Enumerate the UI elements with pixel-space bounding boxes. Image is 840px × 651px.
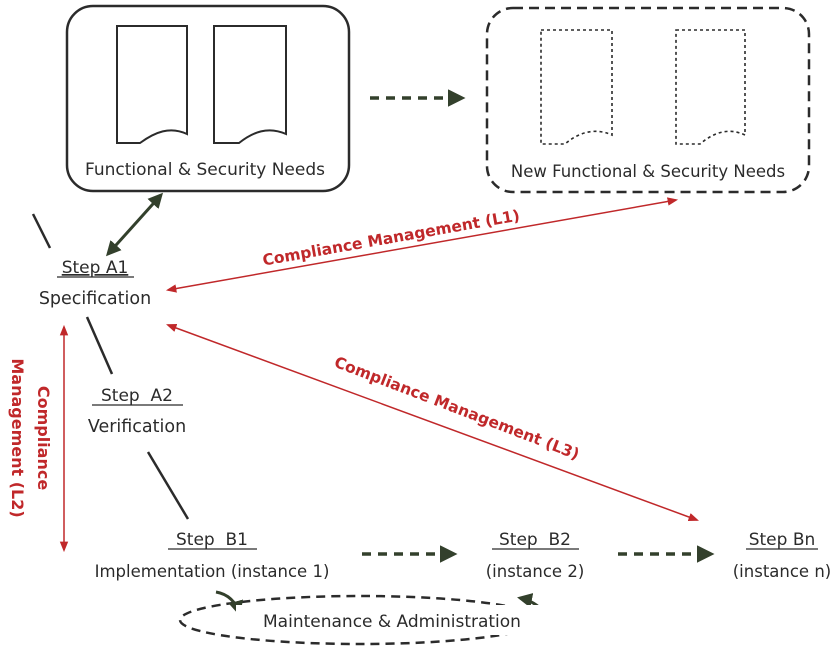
document-icon xyxy=(213,25,287,144)
compliance-l1-arrow xyxy=(165,197,679,293)
step-a1-subtitle: Specification xyxy=(39,289,151,309)
document-icon xyxy=(116,25,188,144)
step-bn: Step Bn (instance n) xyxy=(733,530,831,581)
step-a2-title: Step A2 xyxy=(101,386,173,406)
maintenance-loop: Maintenance & Administration xyxy=(178,590,548,646)
step-a2: Step A2 Verification xyxy=(88,386,186,437)
functional-security-needs-box: Functional & Security Needs xyxy=(65,4,351,193)
step-a1-title: Step A1 xyxy=(62,258,129,278)
step-b1: Step B1 Implementation (instance 1) xyxy=(95,530,330,581)
document-icon xyxy=(675,29,746,145)
needs-spec-arrow xyxy=(105,192,164,257)
step-b2-title: Step B2 xyxy=(499,530,571,550)
step-b2-subtitle: (instance 2) xyxy=(486,562,585,581)
compliance-l2-label-line1: Compliance xyxy=(34,386,53,491)
step-a2-subtitle: Verification xyxy=(88,417,186,437)
new-needs-box: New Functional & Security Needs xyxy=(485,6,811,194)
step-b1-subtitle: Implementation (instance 1) xyxy=(95,562,330,581)
new-needs-box-label: New Functional & Security Needs xyxy=(511,162,785,181)
lifecycle-line xyxy=(85,316,114,375)
step-b1-title: Step B1 xyxy=(176,530,248,550)
lifecycle-line xyxy=(146,451,190,520)
compliance-l3-label: Compliance Management (L3) xyxy=(332,353,582,463)
step-b2: Step B2 (instance 2) xyxy=(486,530,585,581)
lifecycle-line xyxy=(31,213,52,249)
compliance-l1-label: Compliance Management (L1) xyxy=(261,207,521,270)
step-bn-subtitle: (instance n) xyxy=(733,562,831,581)
step-bn-title: Step Bn xyxy=(749,530,816,550)
maintenance-label: Maintenance & Administration xyxy=(263,612,521,632)
compliance-l2-label-line2: Management (L2) xyxy=(8,358,27,517)
compliance-l3-arrow xyxy=(166,323,699,522)
step-a1: Step A1 Specification xyxy=(39,258,151,309)
needs-box-label: Functional & Security Needs xyxy=(85,160,325,180)
document-icon xyxy=(540,29,613,145)
